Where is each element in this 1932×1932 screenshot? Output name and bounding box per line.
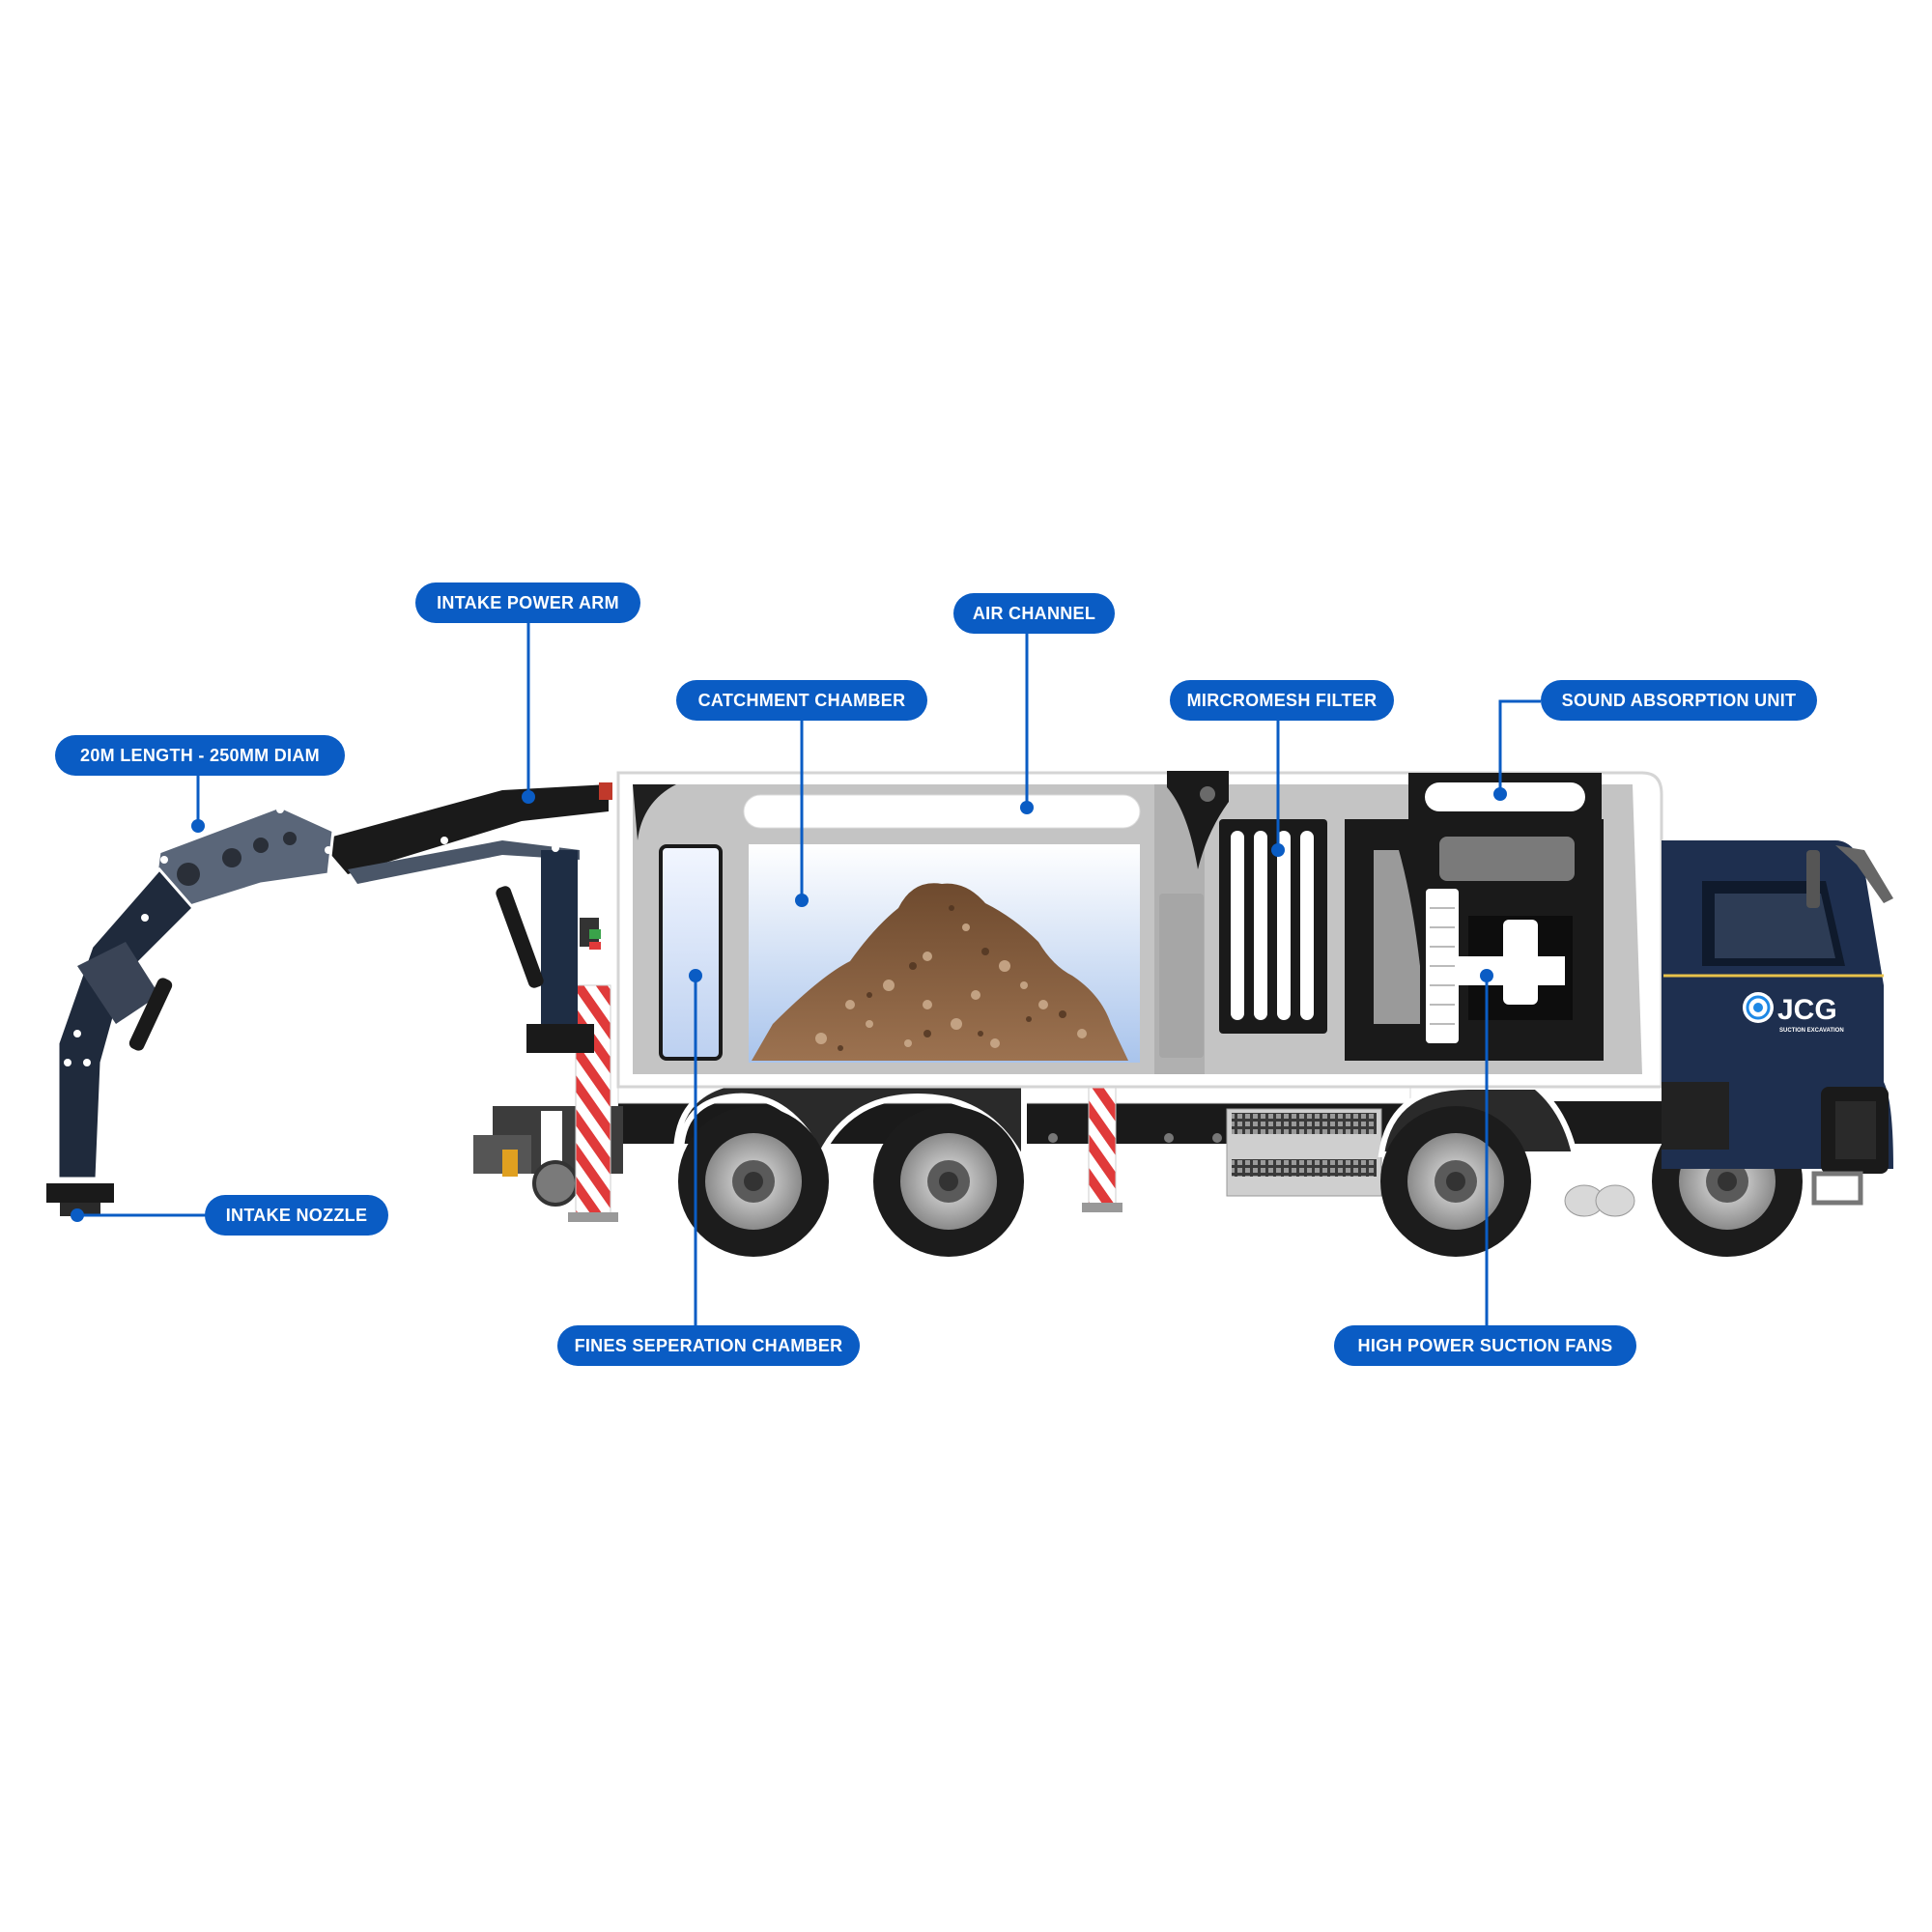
air-channel xyxy=(743,794,1141,829)
catchment-chamber xyxy=(749,844,1140,1063)
jcg-logo-text: JCG xyxy=(1777,994,1837,1026)
micromesh-filter xyxy=(1219,819,1327,1034)
callout-intake-power-arm: INTAKE POWER ARM xyxy=(415,582,640,623)
callout-air-channel: AIR CHANNEL xyxy=(953,593,1115,634)
wheel xyxy=(1380,1106,1531,1257)
callout-intake-nozzle: INTAKE NOZZLE xyxy=(205,1195,388,1236)
callout-sound-absorption-unit: SOUND ABSORPTION UNIT xyxy=(1541,680,1817,721)
body-divider xyxy=(1154,771,1229,1074)
callout-catchment-chamber: CATCHMENT CHAMBER xyxy=(676,680,927,721)
jcg-logo: JCG SUCTION EXCAVATION xyxy=(1743,992,1844,1034)
leader-lines xyxy=(77,618,1541,1326)
callout-micromesh-filter: MIRCROMESH FILTER xyxy=(1170,680,1394,721)
suction-fan-bay xyxy=(1345,819,1604,1061)
wheel xyxy=(873,1106,1024,1257)
wheel xyxy=(678,1106,829,1257)
leader-dots xyxy=(71,787,1507,1222)
truck-cab: JCG SUCTION EXCAVATION xyxy=(1662,840,1893,1206)
callout-fines-separation-chamber: FINES SEPERATION CHAMBER xyxy=(557,1325,860,1366)
intake-power-arm xyxy=(56,782,612,1180)
callout-arm-dimensions: 20M LENGTH - 250MM DIAM xyxy=(55,735,345,776)
callout-suction-fans: HIGH POWER SUCTION FANS xyxy=(1334,1325,1636,1366)
jcg-logo-subtext: SUCTION EXCAVATION xyxy=(1779,1028,1844,1034)
fines-separation-chamber xyxy=(659,844,723,1061)
